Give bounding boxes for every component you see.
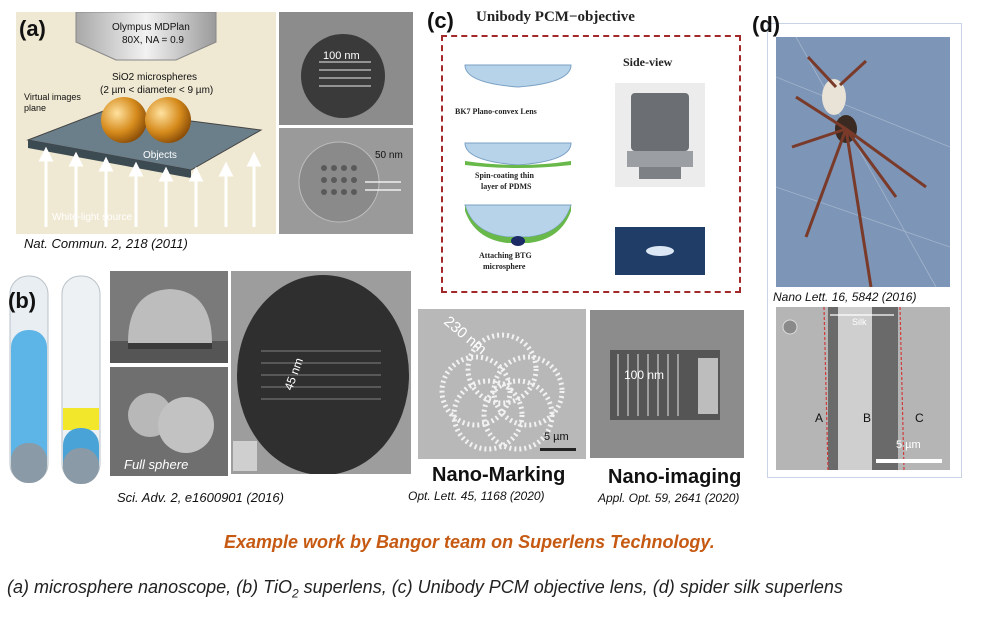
panel-a-sem-top: 100 nm (279, 12, 413, 125)
light-source-label: White-light source (52, 212, 133, 223)
silk-micrograph: Silk A B C 5 µm (776, 307, 950, 470)
silk-region-a: A (815, 411, 824, 425)
panel-c-letter: (c) (427, 8, 454, 33)
sem-top-scale: 100 nm (323, 50, 360, 62)
microsphere-nanoscope-diagram (26, 12, 263, 227)
pcm-fabrication-diagram (464, 64, 705, 275)
panel-d-letter: (d) (752, 12, 781, 37)
nano-imaging-citation: Appl. Opt. 59, 2641 (2020) (598, 491, 740, 505)
caption-part-2: superlens, (c) Unibody PCM objective len… (298, 577, 843, 597)
caption-subscript: 2 (291, 586, 299, 601)
headline: Example work by Bangor team on Superlens… (224, 532, 715, 552)
silk-label: Silk (852, 317, 867, 327)
virtual-label-line2: plane (24, 103, 47, 113)
step2-label-line1: Spin-coating thin (475, 171, 534, 180)
nano-imaging-title: Nano-imaging (608, 466, 742, 488)
microsphere-label: SiO2 microspheres (112, 72, 198, 83)
panel-c-title: Unibody PCM−objective (476, 9, 635, 25)
caption-part-1: (a) microsphere nanoscope, (b) TiO (7, 577, 292, 597)
silk-region-b: B (863, 411, 872, 425)
panel-b-letter: (b) (8, 288, 37, 313)
objects-label: Objects (143, 150, 177, 161)
step2-label-line2: layer of PDMS (481, 182, 532, 191)
side-view-label: Side-view (623, 55, 673, 69)
nano-imaging-image: 100 nm (590, 310, 744, 458)
virtual-label-line1: Virtual images (24, 92, 81, 102)
panel-b-test-tubes (4, 268, 108, 490)
panel-c-frame: Side-view BK7 Plano-convex Lens Spin-coa… (441, 35, 741, 293)
panel-a-schematic: Olympus MDPlan 80X, NA = 0.9 SiO2 micros… (16, 12, 276, 234)
panel-a-citation: Nat. Commun. 2, 218 (2011) (24, 236, 188, 251)
nano-marking-title: Nano-Marking (432, 464, 566, 486)
figure-caption: (a) microsphere nanoscope, (b) TiO2 supe… (7, 577, 843, 601)
panel-b-full-sphere: Full sphere (110, 367, 228, 476)
step3-label-line1: Attaching BTG (479, 251, 532, 260)
marking-scale-bar: 5 µm (544, 431, 569, 443)
nano-marking-image: 230 nm 5 µm (418, 309, 586, 459)
nano-marking-citation: Opt. Lett. 45, 1168 (2020) (408, 489, 545, 503)
panel-a-sem-bottom: 50 nm (279, 128, 413, 234)
panel-b-citation: Sci. Adv. 2, e1600901 (2016) (117, 490, 284, 505)
silk-scale: 5 µm (896, 439, 921, 451)
step3-label-line2: microsphere (483, 262, 526, 271)
imaging-scale: 100 nm (624, 368, 665, 382)
microsphere-range: (2 µm < diameter < 9 µm) (100, 85, 214, 96)
full-sphere-caption: Full sphere (124, 457, 189, 472)
panel-d-citation: Nano Lett. 16, 5842 (2016) (773, 290, 917, 304)
panel-b-tem: 45 nm (231, 271, 411, 474)
silk-region-c: C (915, 411, 924, 425)
spider-photo (776, 37, 950, 287)
panel-b-half-sphere (110, 271, 228, 363)
objective-name: Olympus MDPlan (112, 22, 190, 33)
step1-label: BK7 Plano-convex Lens (455, 107, 537, 116)
objective-spec: 80X, NA = 0.9 (122, 35, 184, 46)
sem-bottom-scale: 50 nm (375, 150, 403, 161)
panel-a-letter: (a) (19, 16, 46, 41)
